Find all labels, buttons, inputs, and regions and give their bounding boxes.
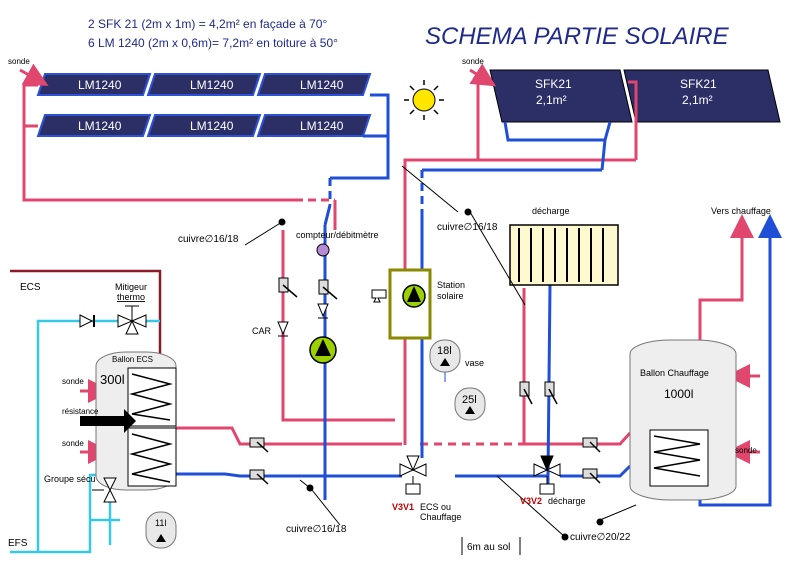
expansion-vessel-25 [454, 387, 486, 421]
heating-tank [629, 339, 737, 501]
lm-collector-label: LM1240 [300, 78, 344, 92]
sfk-collector-area: 2,1m² [536, 93, 567, 107]
v3v1-desc: ECS ou [420, 502, 451, 512]
header-line-2: 6 LM 1240 (2m x 0,6m)= 7,2m² en toiture … [88, 36, 338, 50]
lm-collector: LM1240 [146, 114, 262, 137]
vase-18-label: 18l [437, 345, 452, 357]
resistance-label: résistance [62, 407, 99, 416]
ground-length-label: 6m au sol [467, 542, 510, 553]
cold-pipes [160, 93, 782, 507]
ballon-ecs-volume: 300l [100, 372, 125, 387]
sonde-label: sonde [735, 446, 757, 455]
sfk-collector: SFK21 2,1m² [623, 69, 781, 123]
vers-chauffage-label: Vers chauffage [711, 206, 771, 216]
station-label: Station [437, 280, 465, 290]
pipe-size-label: cuivre∅16/18 [286, 524, 347, 535]
decharge-label: décharge [532, 206, 570, 216]
ballon-chauffage-volume: 1000l [664, 387, 693, 401]
lm-collector-label: LM1240 [300, 119, 344, 133]
lm-collector-label: LM1240 [190, 78, 234, 92]
sfk-collector: SFK21 2,1m² [489, 69, 633, 123]
flow-meter-icon [316, 243, 330, 257]
lm-collector-array: LM1240 LM1240 LM1240 LM1240 LM1240 LM124… [36, 73, 372, 137]
mitigeur-label-2: thermo [117, 292, 145, 302]
annotation-leaders [244, 165, 637, 555]
v3v2-desc: décharge [548, 496, 586, 506]
three-way-valve-v3v2 [533, 455, 561, 495]
groupe-secu-label: Groupe sécu [44, 474, 96, 484]
lm-collector: LM1240 [36, 114, 152, 137]
lm-collector: LM1240 [146, 73, 262, 96]
solar-station [371, 268, 432, 340]
expansion-vessel-18 [429, 339, 461, 382]
pipe-size-label: cuivre∅16/18 [178, 234, 239, 245]
sfk-collector-name: SFK21 [680, 77, 717, 91]
sfk-collector-area: 2,1m² [682, 93, 713, 107]
flow-meter-label: compteur/débitmètre [296, 230, 379, 240]
sun-icon [404, 80, 444, 120]
vase-label: vase [465, 358, 484, 368]
lm-collector: LM1240 [256, 114, 372, 137]
ecs-pipe [10, 269, 162, 355]
header-line-1: 2 SFK 21 (2m x 1m) = 4,2m² en façade à 7… [88, 17, 327, 31]
mitigeur-label: Mitigeur [115, 282, 147, 292]
radiator-icon [509, 224, 619, 286]
vase-11-label: 11l [155, 518, 166, 528]
efs-label: EFS [8, 538, 28, 549]
lm-collector-label: LM1240 [78, 78, 122, 92]
circulator-pump-icon [309, 336, 337, 364]
ecs-label: ECS [20, 282, 41, 293]
lm-collector: LM1240 [36, 73, 152, 96]
mixing-valve-icon [117, 305, 147, 335]
pipe-size-label: cuivre∅16/18 [437, 222, 498, 233]
v3v2-label: V3V2 [520, 496, 542, 506]
lm-collector: LM1240 [256, 73, 372, 96]
lm-collector-label: LM1240 [190, 119, 234, 133]
car-label: CAR [252, 326, 272, 336]
sonde-label: sonde [62, 439, 84, 448]
sonde-label: sonde [462, 57, 484, 66]
page-title: SCHEMA PARTIE SOLAIRE [425, 23, 730, 50]
ballon-ecs-label: Ballon ECS [112, 355, 153, 364]
ballon-chauffage-label: Ballon Chauffage [640, 368, 709, 378]
station-label-2: solaire [437, 291, 464, 301]
sonde-label: sonde [8, 57, 30, 66]
ecs-tank [80, 351, 177, 491]
sonde-label: sonde [62, 377, 84, 386]
sfk-collector-name: SFK21 [535, 77, 572, 91]
check-valve-icons [79, 303, 329, 337]
three-way-valve-v3v1 [399, 455, 427, 495]
v3v1-label: V3V1 [392, 502, 414, 512]
expansion-vessel-11 [145, 511, 177, 549]
valve-icons [249, 277, 601, 485]
v3v1-desc-2: Chauffage [420, 512, 461, 522]
safety-group-icon [92, 477, 117, 503]
lm-collector-label: LM1240 [78, 119, 122, 133]
pipe-size-label: cuivre∅20/22 [570, 532, 631, 543]
vase-25-label: 25l [462, 394, 477, 406]
